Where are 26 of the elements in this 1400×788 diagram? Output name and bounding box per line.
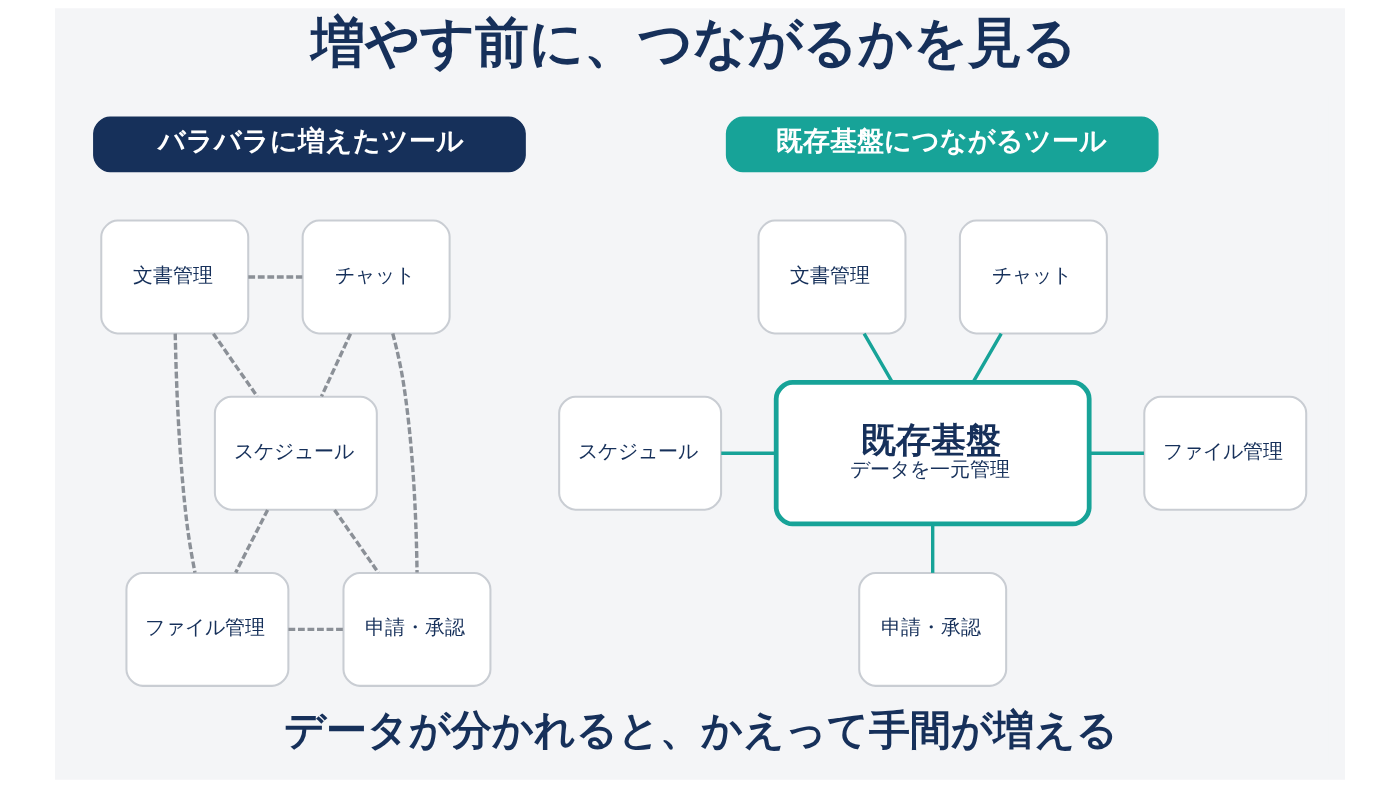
node-box: チャット	[958, 219, 1108, 335]
node-box: 既存基盤 データを一元管理	[773, 380, 1092, 527]
connector	[391, 333, 419, 573]
connector	[319, 333, 353, 398]
node-box: スケジュール	[213, 395, 378, 511]
node-box: バラバラに増えたツール	[93, 116, 526, 173]
connector	[212, 332, 259, 398]
connector	[288, 627, 344, 632]
connector	[333, 508, 380, 574]
connector	[248, 275, 303, 279]
diagram-title: 増やす前に、つながるかを見る	[310, 10, 1077, 75]
connector	[931, 524, 935, 573]
connector	[1089, 451, 1144, 455]
node-box: 既存基盤につながるツール	[725, 116, 1159, 173]
connector	[721, 451, 777, 455]
node-box: 申請・承認	[342, 571, 492, 687]
node-box: ファイル管理	[1143, 395, 1308, 511]
node-box: ファイル管理	[125, 571, 290, 687]
connector	[234, 509, 270, 574]
caption: データが分かれると、かえって手間が増える	[284, 706, 1119, 755]
connector	[173, 333, 197, 573]
node-box: 文書管理	[100, 219, 250, 335]
node-box: スケジュール	[558, 395, 723, 511]
node-box: チャット	[301, 219, 451, 335]
node-box: 申請・承認	[858, 571, 1008, 687]
node-box: 文書管理	[757, 219, 907, 335]
